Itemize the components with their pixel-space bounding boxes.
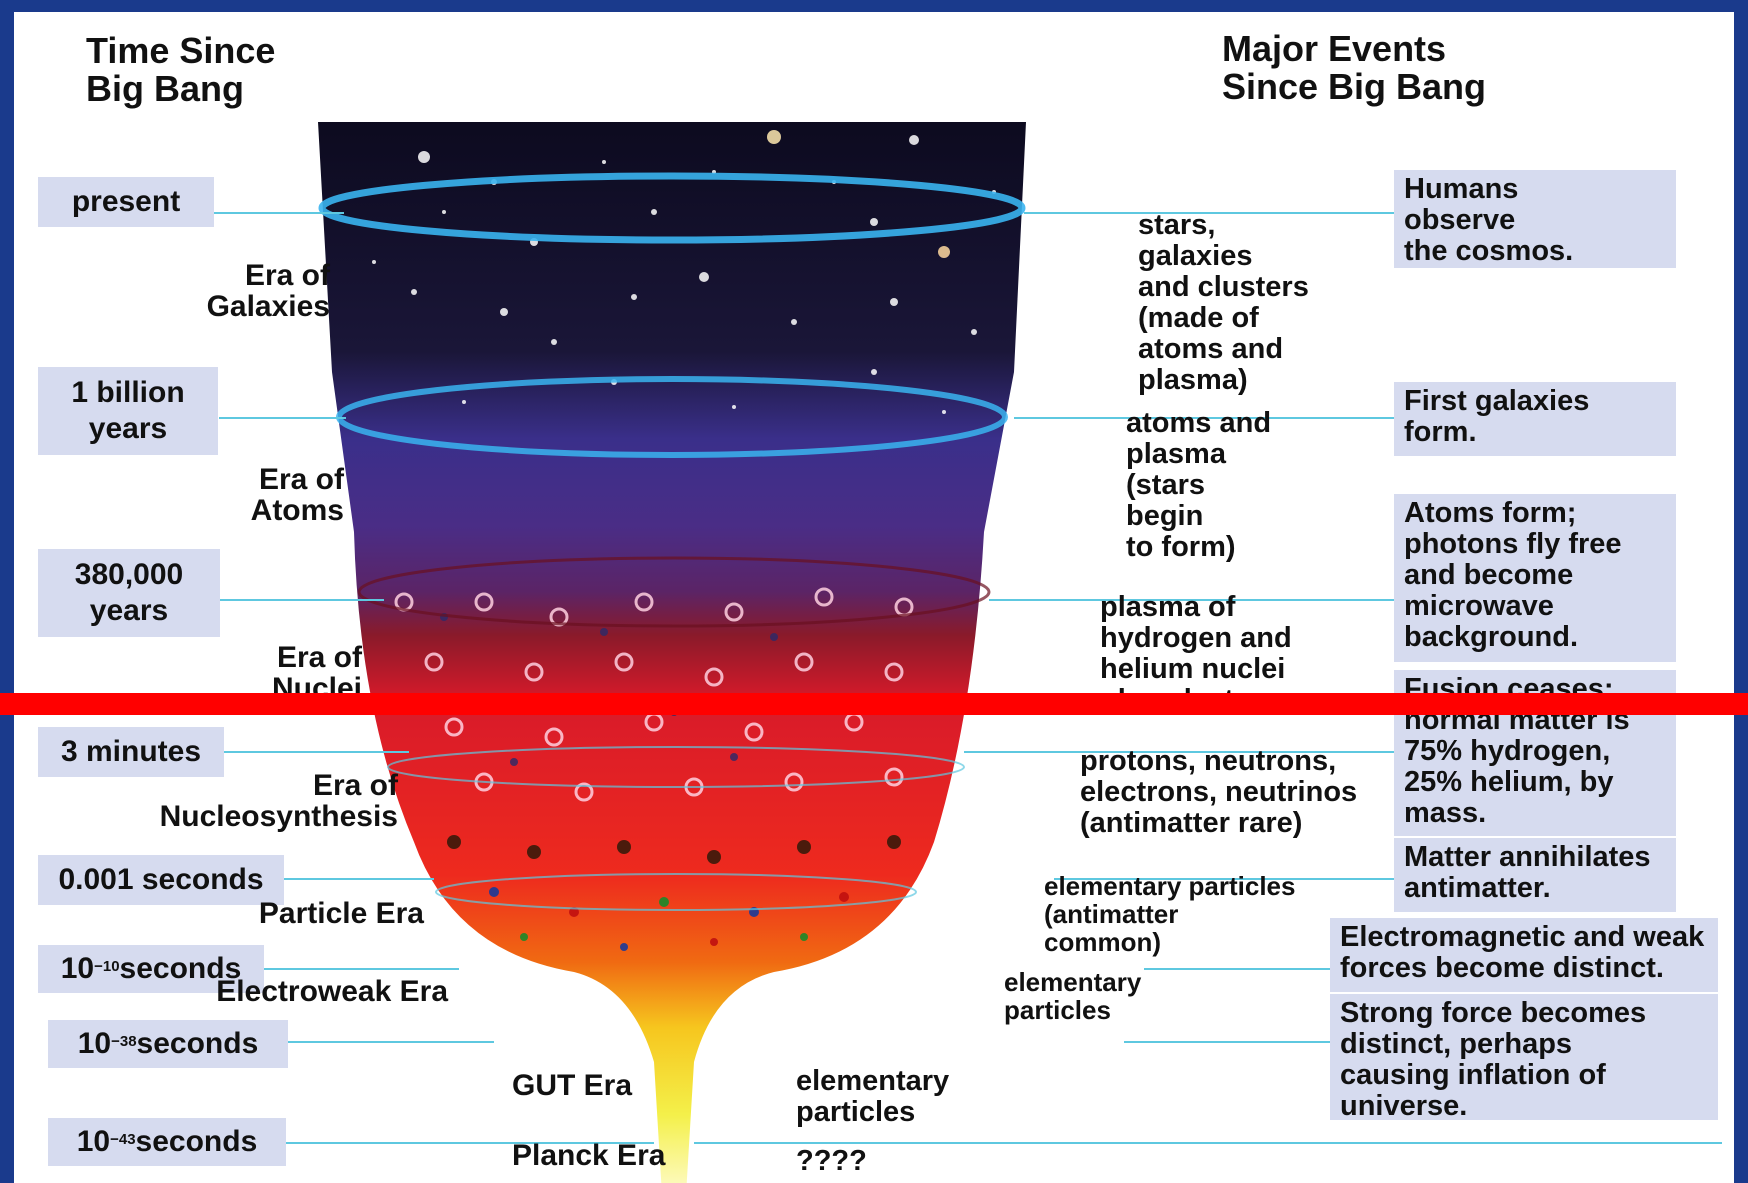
time-marker-10e-38-seconds: 10−38 seconds <box>48 1020 288 1068</box>
event-first-galaxies: First galaxies form. <box>1394 382 1676 456</box>
red-marker-line <box>0 693 1748 715</box>
power-exponent: −38 <box>111 1024 136 1060</box>
time-marker-present: present <box>38 177 214 227</box>
contents-atoms-era: atoms and plasma (stars begin to form) <box>1126 408 1271 563</box>
power-base: 10 <box>61 951 94 987</box>
event-electroweak-split: Electromagnetic and weak forces become d… <box>1330 918 1718 992</box>
particle-era: Particle Era <box>259 898 424 929</box>
time-unit: seconds <box>136 1124 258 1160</box>
contents-nucleosynthesis-era: protons, neutrons, electrons, neutrinos … <box>1080 746 1357 839</box>
power-exponent: −10 <box>94 949 119 985</box>
time-marker-380000-years: 380,000 years <box>38 549 220 637</box>
planck-era: Planck Era <box>512 1140 665 1171</box>
power-base: 10 <box>77 1124 110 1160</box>
right-column-header: Major Events Since Big Bang <box>1222 30 1486 106</box>
electroweak-era: Electroweak Era <box>216 976 448 1007</box>
event-humans-observe: Humans observe the cosmos. <box>1394 170 1676 268</box>
era-of-nucleosynthesis: Era of Nucleosynthesis <box>160 770 398 832</box>
contents-planck-era: ???? <box>796 1146 867 1177</box>
event-matter-annihilates: Matter annihilates antimatter. <box>1394 838 1676 912</box>
event-atoms-form: Atoms form; photons fly free and become … <box>1394 494 1676 662</box>
power-exponent: −43 <box>110 1122 135 1158</box>
time-marker-1-billion-years: 1 billion years <box>38 367 218 455</box>
power-base: 10 <box>78 1026 111 1062</box>
contents-galaxies-era: stars, galaxies and clusters (made of at… <box>1138 210 1309 396</box>
left-column-header: Time Since Big Bang <box>86 32 275 108</box>
time-marker-10e-43-seconds: 10−43 seconds <box>48 1118 286 1166</box>
diagram-frame: Time Since Big Bang Major Events Since B… <box>14 12 1734 1183</box>
era-of-atoms: Era of Atoms <box>251 464 344 526</box>
event-strong-force-distinct: Strong force becomes distinct, perhaps c… <box>1330 994 1718 1120</box>
gut-era: GUT Era <box>512 1070 632 1101</box>
contents-electroweak-era: elementary particles <box>1004 968 1141 1024</box>
time-unit: seconds <box>137 1026 259 1062</box>
time-marker-0001-seconds: 0.001 seconds <box>38 855 284 905</box>
contents-gut-era: elementary particles <box>796 1066 949 1128</box>
era-of-galaxies: Era of Galaxies <box>207 260 330 322</box>
contents-particle-era: elementary particles (antimatter common) <box>1044 872 1295 956</box>
